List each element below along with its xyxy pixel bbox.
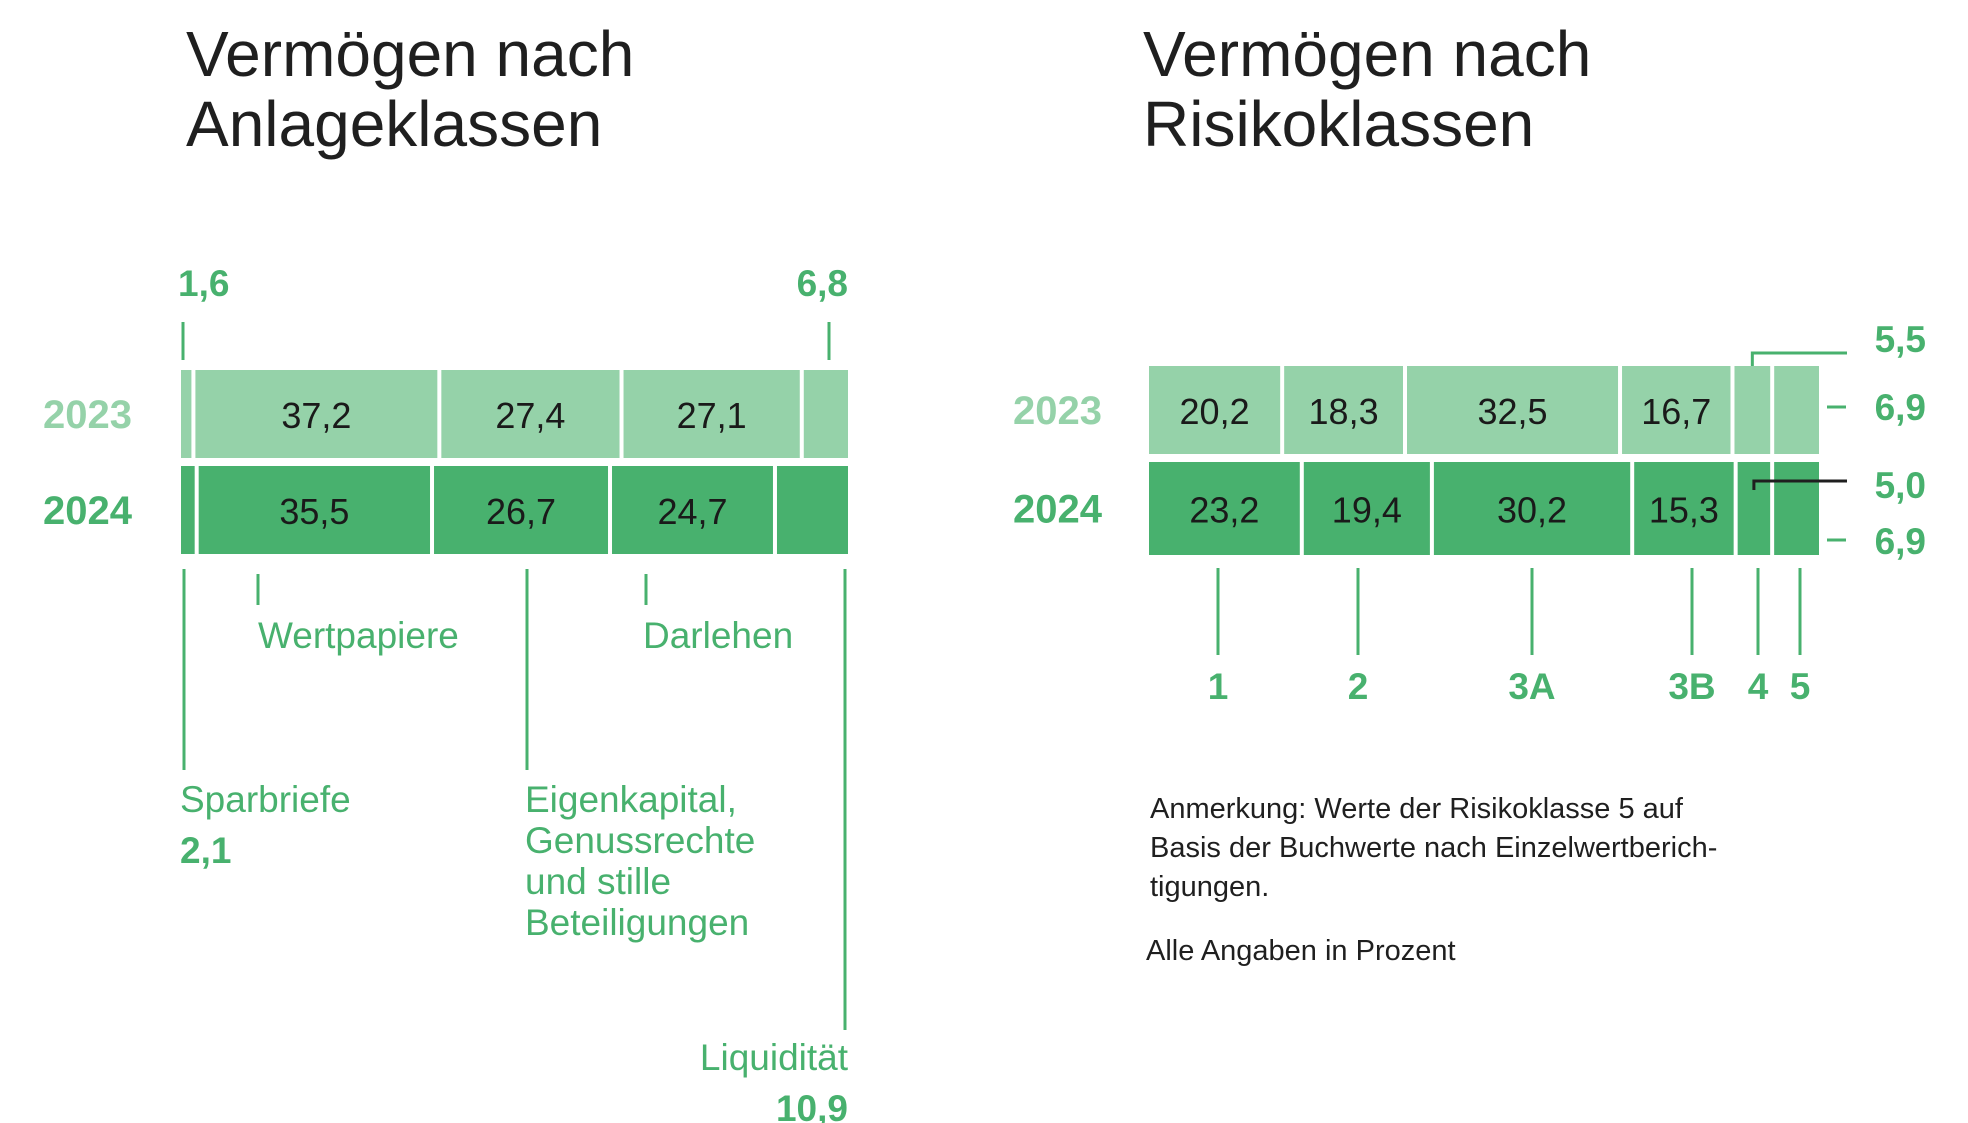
bar-segment [1774, 462, 1819, 555]
unit-note: Alle Angaben in Prozent [1146, 935, 1456, 967]
bar-segment [623, 370, 800, 458]
note-text: tigungen. [1150, 871, 1269, 903]
category-label: 4 [1748, 666, 1769, 707]
chart-title-line: Risikoklassen [1143, 88, 1534, 160]
bar-segment [1284, 366, 1403, 454]
bar-segment [181, 370, 192, 458]
value-callout: 10,9 [776, 1088, 848, 1123]
bar-segment [1149, 366, 1281, 454]
value-callout: 6,9 [1875, 521, 1926, 562]
year-label: 2023 [43, 393, 132, 437]
note-text: Basis der Buchwerte nach Einzelwertberic… [1150, 832, 1717, 864]
bar-segment [434, 466, 609, 554]
bar-value-label: 24,7 [657, 491, 727, 532]
value-callout: 6,8 [797, 263, 848, 304]
category-label: Eigenkapital, [525, 779, 737, 820]
bar-segment [1149, 462, 1300, 555]
bar-segment [803, 370, 848, 458]
bar-value-label: 19,4 [1332, 490, 1402, 531]
bar-segment [1737, 462, 1771, 555]
category-label: Liquidität [700, 1037, 849, 1078]
category-label: und stille [525, 861, 671, 902]
year-label: 2024 [43, 489, 133, 533]
bar-segment [1634, 462, 1734, 555]
category-label: 5 [1790, 666, 1811, 707]
year-label: 2023 [1013, 389, 1102, 433]
category-label: Sparbriefe [180, 779, 351, 820]
category-label: 1 [1208, 666, 1229, 707]
bar-segment [776, 466, 848, 554]
category-label: 3A [1508, 666, 1555, 707]
value-callout: 5,0 [1875, 465, 1926, 506]
bar-value-label: 35,5 [279, 491, 349, 532]
bar-segment [181, 466, 195, 554]
bar-value-label: 30,2 [1497, 490, 1567, 531]
value-callout: 5,5 [1875, 319, 1926, 360]
category-label: 2 [1348, 666, 1369, 707]
bar-value-label: 23,2 [1189, 490, 1259, 531]
bar-value-label: 27,4 [495, 395, 565, 436]
bar-value-label: 20,2 [1180, 391, 1250, 432]
bar-segment [1303, 462, 1430, 555]
category-label: Beteiligungen [525, 902, 749, 943]
value-callout: 2,1 [180, 830, 231, 871]
bar-segment [195, 370, 438, 458]
callout-line [1750, 351, 1847, 366]
chart-title-line: Anlageklassen [186, 88, 602, 160]
value-callout: 1,6 [178, 263, 229, 304]
category-label: 3B [1668, 666, 1715, 707]
category-label: Genussrechte [525, 820, 755, 861]
bar-segment [441, 370, 620, 458]
bar-segment [1734, 366, 1771, 454]
bar-value-label: 26,7 [486, 491, 556, 532]
bar-value-label: 27,1 [677, 395, 747, 436]
callout-line [1752, 479, 1847, 490]
bar-segment [1407, 366, 1619, 454]
bar-value-label: 37,2 [281, 395, 351, 436]
chart-title-line: Vermögen nach [186, 18, 634, 90]
bar-segment [198, 466, 431, 554]
value-callout: 6,9 [1875, 387, 1926, 428]
bar-segment [1774, 366, 1819, 454]
category-label: Darlehen [643, 615, 793, 656]
bar-segment [612, 466, 773, 554]
bar-value-label: 18,3 [1309, 391, 1379, 432]
bar-value-label: 15,3 [1649, 490, 1719, 531]
note-text: Anmerkung: Werte der Risikoklasse 5 auf [1150, 793, 1684, 825]
year-label: 2024 [1013, 488, 1103, 532]
chart-title-line: Vermögen nach [1143, 18, 1591, 90]
bar-segment [1622, 366, 1731, 454]
bar-value-label: 32,5 [1477, 391, 1547, 432]
bar-value-label: 16,7 [1641, 391, 1711, 432]
bar-segment [1433, 462, 1631, 555]
category-label: Wertpapiere [258, 615, 459, 656]
